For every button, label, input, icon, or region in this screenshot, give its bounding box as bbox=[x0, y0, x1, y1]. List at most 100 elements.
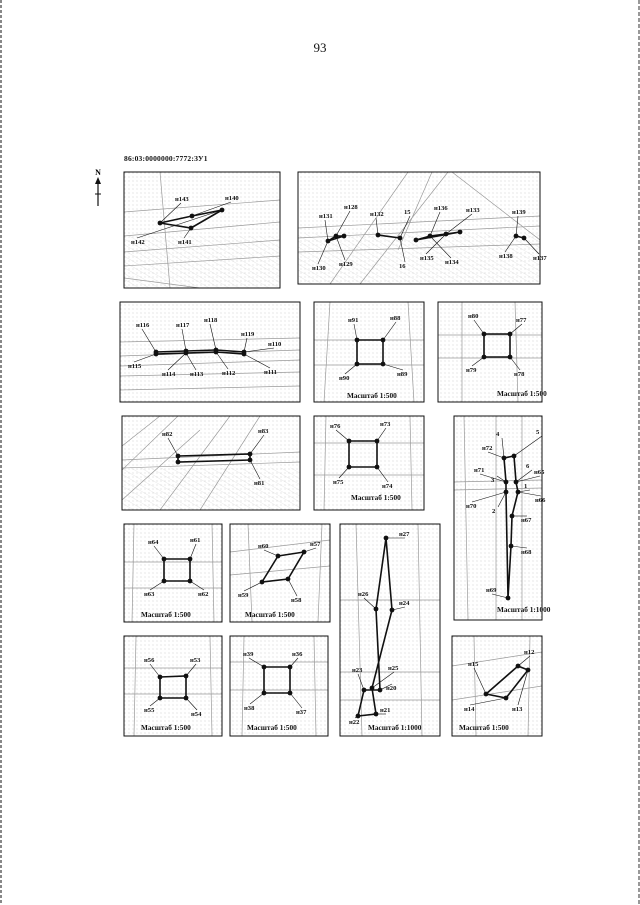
leader-line bbox=[243, 337, 248, 353]
leader-line bbox=[504, 235, 517, 253]
point-label: н57 bbox=[310, 541, 321, 548]
leader-line bbox=[399, 215, 411, 239]
boundary-line bbox=[122, 416, 179, 471]
parcel-contour bbox=[377, 234, 401, 239]
leader-line bbox=[515, 469, 533, 483]
north-arrow-icon: N bbox=[95, 168, 101, 206]
boundary-line bbox=[124, 239, 280, 253]
boundary-line bbox=[120, 385, 300, 391]
boundary-line bbox=[122, 461, 300, 469]
point-label: н83 bbox=[258, 428, 269, 435]
boundary-line bbox=[120, 359, 300, 367]
point-label: 6 bbox=[526, 463, 530, 470]
boundary-line bbox=[120, 337, 300, 343]
point-label: н60 bbox=[258, 543, 269, 550]
point-label: н58 bbox=[291, 597, 302, 604]
scale-label: Масштаб 1:500 bbox=[247, 723, 297, 732]
boundary-line bbox=[451, 172, 540, 241]
point-label: н114 bbox=[162, 371, 176, 378]
leader-line bbox=[243, 581, 263, 592]
leader-line bbox=[209, 323, 217, 351]
boundary-line bbox=[317, 524, 323, 622]
point-label: н25 bbox=[388, 665, 399, 672]
frame-border bbox=[123, 171, 281, 289]
point-label: н91 bbox=[348, 317, 358, 324]
leader-line bbox=[167, 352, 187, 371]
leader-line bbox=[133, 353, 157, 363]
boundary-line bbox=[313, 636, 317, 736]
boundary-line bbox=[247, 524, 253, 622]
point-label: 5 bbox=[536, 429, 540, 436]
point-label: н110 bbox=[268, 341, 282, 348]
scale-label: Масштаб 1:500 bbox=[347, 391, 397, 400]
point-label: н64 bbox=[148, 539, 159, 546]
leader-line bbox=[263, 549, 279, 557]
frame-border bbox=[121, 415, 301, 511]
boundary-line bbox=[159, 416, 231, 510]
point-label: н66 bbox=[535, 497, 546, 504]
leader-line bbox=[445, 213, 473, 235]
leader-line bbox=[509, 356, 521, 371]
point-label: н20 bbox=[386, 685, 397, 692]
point-label: н14 bbox=[464, 706, 475, 713]
leader-line bbox=[189, 580, 205, 591]
point-label: н62 bbox=[198, 591, 209, 598]
leader-line bbox=[375, 217, 379, 236]
point-label: н75 bbox=[333, 479, 344, 486]
leader-line bbox=[153, 545, 165, 560]
point-label: 3 bbox=[491, 477, 495, 484]
point-label: н130 bbox=[312, 265, 326, 272]
frame-border bbox=[437, 301, 543, 403]
point-label: н68 bbox=[521, 549, 532, 556]
leader-line bbox=[517, 669, 529, 706]
boundary-line bbox=[122, 451, 300, 461]
point-label: н38 bbox=[244, 705, 255, 712]
boundary-line bbox=[329, 172, 409, 284]
point-label: н73 bbox=[380, 421, 391, 428]
point-label: н112 bbox=[222, 370, 236, 377]
leader-line bbox=[215, 351, 229, 370]
leader-line bbox=[487, 451, 505, 459]
leader-line bbox=[149, 697, 161, 707]
leader-line bbox=[471, 356, 485, 367]
leader-line bbox=[159, 202, 182, 224]
leader-line bbox=[382, 321, 397, 341]
left-page-edge bbox=[0, 0, 2, 905]
point-label: н142 bbox=[131, 239, 145, 246]
point-label: н133 bbox=[466, 207, 480, 214]
point-label: н21 bbox=[380, 707, 390, 714]
frame-border bbox=[119, 301, 301, 403]
leader-line bbox=[185, 663, 197, 677]
leader-line bbox=[249, 459, 261, 480]
leader-line bbox=[496, 475, 507, 483]
boundary-line bbox=[463, 416, 469, 620]
point-label: н138 bbox=[499, 253, 513, 260]
leader-line bbox=[515, 215, 519, 237]
point-label: н54 bbox=[191, 711, 202, 718]
boundary-line bbox=[211, 524, 215, 622]
leader-line bbox=[354, 715, 359, 719]
boundary-line bbox=[124, 277, 201, 288]
leader-line bbox=[338, 466, 350, 479]
leader-line bbox=[469, 697, 507, 706]
leader-line bbox=[249, 692, 265, 705]
leader-line bbox=[289, 692, 303, 709]
leader-line bbox=[324, 219, 329, 242]
point-label: н63 bbox=[144, 591, 155, 598]
scale-label: Масштаб 1:500 bbox=[351, 493, 401, 502]
leader-line bbox=[344, 363, 358, 375]
leader-line bbox=[183, 227, 192, 239]
leader-line bbox=[399, 237, 406, 263]
point-label: н131 bbox=[319, 213, 333, 220]
boundary-line bbox=[454, 479, 542, 483]
scale-label: Масштаб 1:500 bbox=[141, 723, 191, 732]
leader-line bbox=[136, 209, 223, 239]
leader-line bbox=[425, 233, 447, 255]
leader-line bbox=[303, 547, 317, 553]
point-label: н80 bbox=[468, 313, 479, 320]
